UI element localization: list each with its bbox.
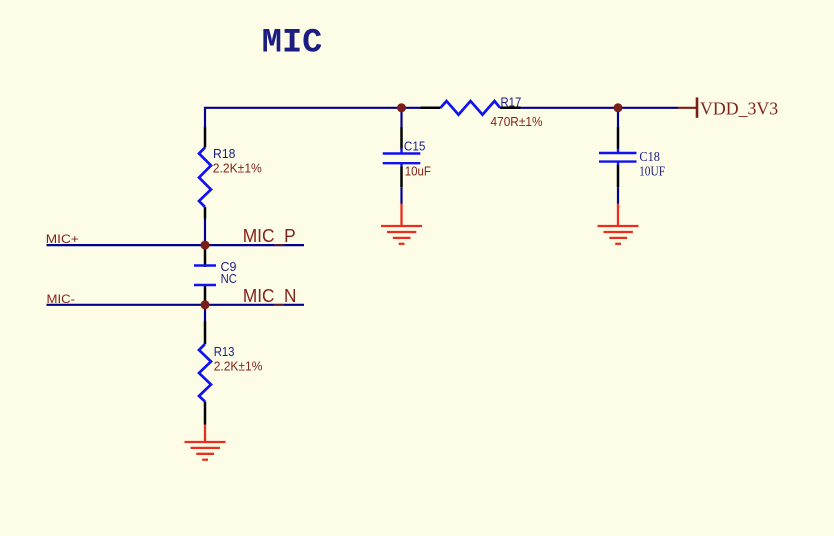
svg-text:NC: NC xyxy=(221,271,237,286)
svg-text:VDD_3V3: VDD_3V3 xyxy=(700,98,778,118)
svg-text:R18: R18 xyxy=(213,146,235,161)
svg-text:470R±1%: 470R±1% xyxy=(491,114,543,129)
svg-text:R13: R13 xyxy=(214,344,235,359)
svg-text:MIC_P: MIC_P xyxy=(243,226,296,247)
svg-text:10UF: 10UF xyxy=(639,164,665,179)
svg-text:MIC-: MIC- xyxy=(47,292,76,306)
svg-text:MIC+: MIC+ xyxy=(46,232,79,246)
svg-text:R17: R17 xyxy=(501,94,522,109)
svg-text:C15: C15 xyxy=(404,138,426,153)
svg-text:10uF: 10uF xyxy=(405,163,431,178)
svg-text:2.2K±1%: 2.2K±1% xyxy=(214,358,263,373)
svg-text:MIC_N: MIC_N xyxy=(243,286,297,307)
svg-text:MIC: MIC xyxy=(262,25,323,63)
svg-text:2.2K±1%: 2.2K±1% xyxy=(213,160,262,175)
svg-text:C9: C9 xyxy=(221,259,237,274)
svg-text:C18: C18 xyxy=(639,149,660,164)
